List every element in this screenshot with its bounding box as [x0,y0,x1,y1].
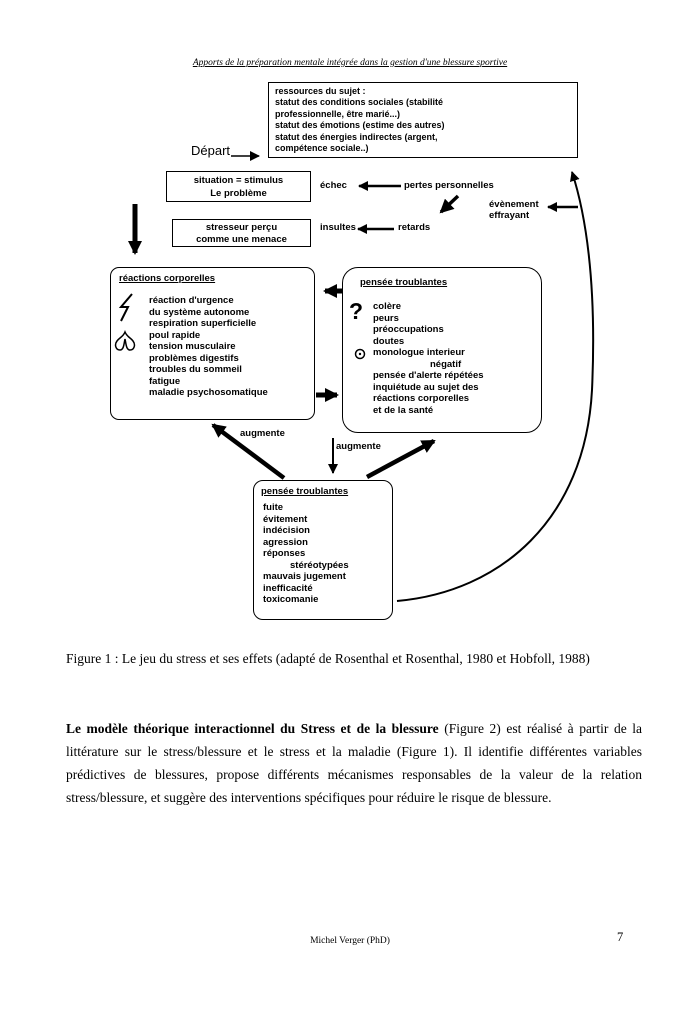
reactions-item: respiration superficielle [149,318,257,329]
figure-caption: Figure 1 : Le jeu du stress et ses effet… [66,651,590,666]
comportements-box: pensée troublantes fuite évitement indéc… [253,480,393,620]
paragraph-rest: (Figure 2) est réalisé à partir de la li… [66,720,643,805]
reactions-item: du système autonome [149,306,250,318]
comportements-title: pensée troublantes [261,486,349,497]
reactions-title: réactions corporelles [119,273,216,284]
monologue-circle-icon [354,348,366,364]
comportements-item: fuite [263,502,284,513]
echec-label: échec [320,180,347,191]
question-mark-icon: ? [349,298,364,324]
comportements-item: stéréotypées [290,559,349,571]
retards-label: retards [398,222,431,233]
situation-line: situation = stimulus [193,175,284,186]
ressources-box: ressources du sujet : statut des conditi… [268,82,578,158]
evenement-effrayant-label: évènement effrayant [489,199,539,221]
pensees-item: monologue interieur [373,347,465,358]
pensees-item: préoccupations [373,324,444,335]
depart-label: Départ [191,143,231,158]
stresseur-line: stresseur perçu [205,222,278,233]
situation-line: Le problème [210,188,267,199]
reactions-item: réaction d'urgence [149,295,234,306]
footer-author: Michel Verger (PhD) [310,936,390,946]
pensees-item: colère [373,301,401,312]
evenement-line: évènement [489,199,539,210]
pensees-troublantes-box: pensée troublantes colère peurs préoccup… [342,267,542,433]
comportements-item: inefficacité [263,582,313,594]
ressources-line: statut des émotions (estime des autres) [275,120,445,131]
comportements-item: réponses [263,548,306,559]
pensees-title: pensée troublantes [360,277,448,288]
ressources-line: statut des énergies indirectes (argent, [275,131,438,142]
arrow-pertes-to-retards [439,194,460,214]
ressources-line: ressources du sujet : [275,86,366,96]
pensees-item: et de la santé [373,404,434,416]
pensees-item: réactions corporelles [373,393,470,404]
reactions-item: maladie psychosomatique [149,387,268,398]
pensees-item: pensée d'alerte répétées [373,370,484,381]
pensees-item: négatif [430,358,462,370]
comportements-item: évitement [263,513,308,525]
reactions-corporelles-box: réactions corporelles réaction d'urgence… [110,267,315,420]
augmente-label: augmente [240,428,285,439]
arrow-comportements-to-pensees [365,439,436,479]
pensees-item: doutes [373,335,405,347]
pensees-items: colère peurs préoccupations doutes monol… [373,301,484,416]
comportements-item: indécision [263,525,310,536]
pensees-item: inquiétude au sujet des [373,381,479,393]
lightning-icon [117,293,137,327]
body-paragraph: Le modèle théorique interactionnel du St… [66,717,642,809]
ressources-line: compétence sociale..) [275,143,369,154]
arrow-comportements-to-reactions [211,423,286,480]
evenement-line: effrayant [489,210,530,221]
comportements-item: mauvais jugement [263,571,346,582]
comportements-item: toxicomanie [263,594,319,605]
reactions-item: troubles du sommeil [149,364,242,375]
reactions-item: tension musculaire [149,341,236,352]
situation-box: situation = stimulus Le problème [166,171,311,202]
paragraph-bold-lead: Le modèle théorique interactionnel du St… [66,720,439,736]
reactions-item: fatigue [149,375,181,387]
stresseur-box: stresseur perçu comme une menace [172,219,311,247]
page-header: Apports de la préparation mentale intégr… [192,58,508,68]
insultes-label: insultes [320,222,356,233]
pertes-personnelles-label: pertes personnelles [404,180,494,191]
pensees-item: peurs [373,312,399,324]
page-number: 7 [617,930,624,944]
comportements-item: agression [263,536,308,548]
feedback-loop-curve [396,171,595,602]
stresseur-line: comme une menace [196,233,287,245]
reactions-item: problèmes digestifs [149,352,239,364]
comportements-items: fuite évitement indécision agression rép… [263,502,349,606]
reactions-item: poul rapide [149,329,201,341]
augmente-label: augmente [336,441,381,452]
lungs-icon [112,329,138,358]
ressources-line: professionnelle, être marié...) [275,108,401,119]
reactions-items: réaction d'urgence du système autonome r… [149,295,268,399]
ressources-line: statut des conditions sociales (stabilit… [275,97,444,108]
diagram-arrows [128,151,595,602]
